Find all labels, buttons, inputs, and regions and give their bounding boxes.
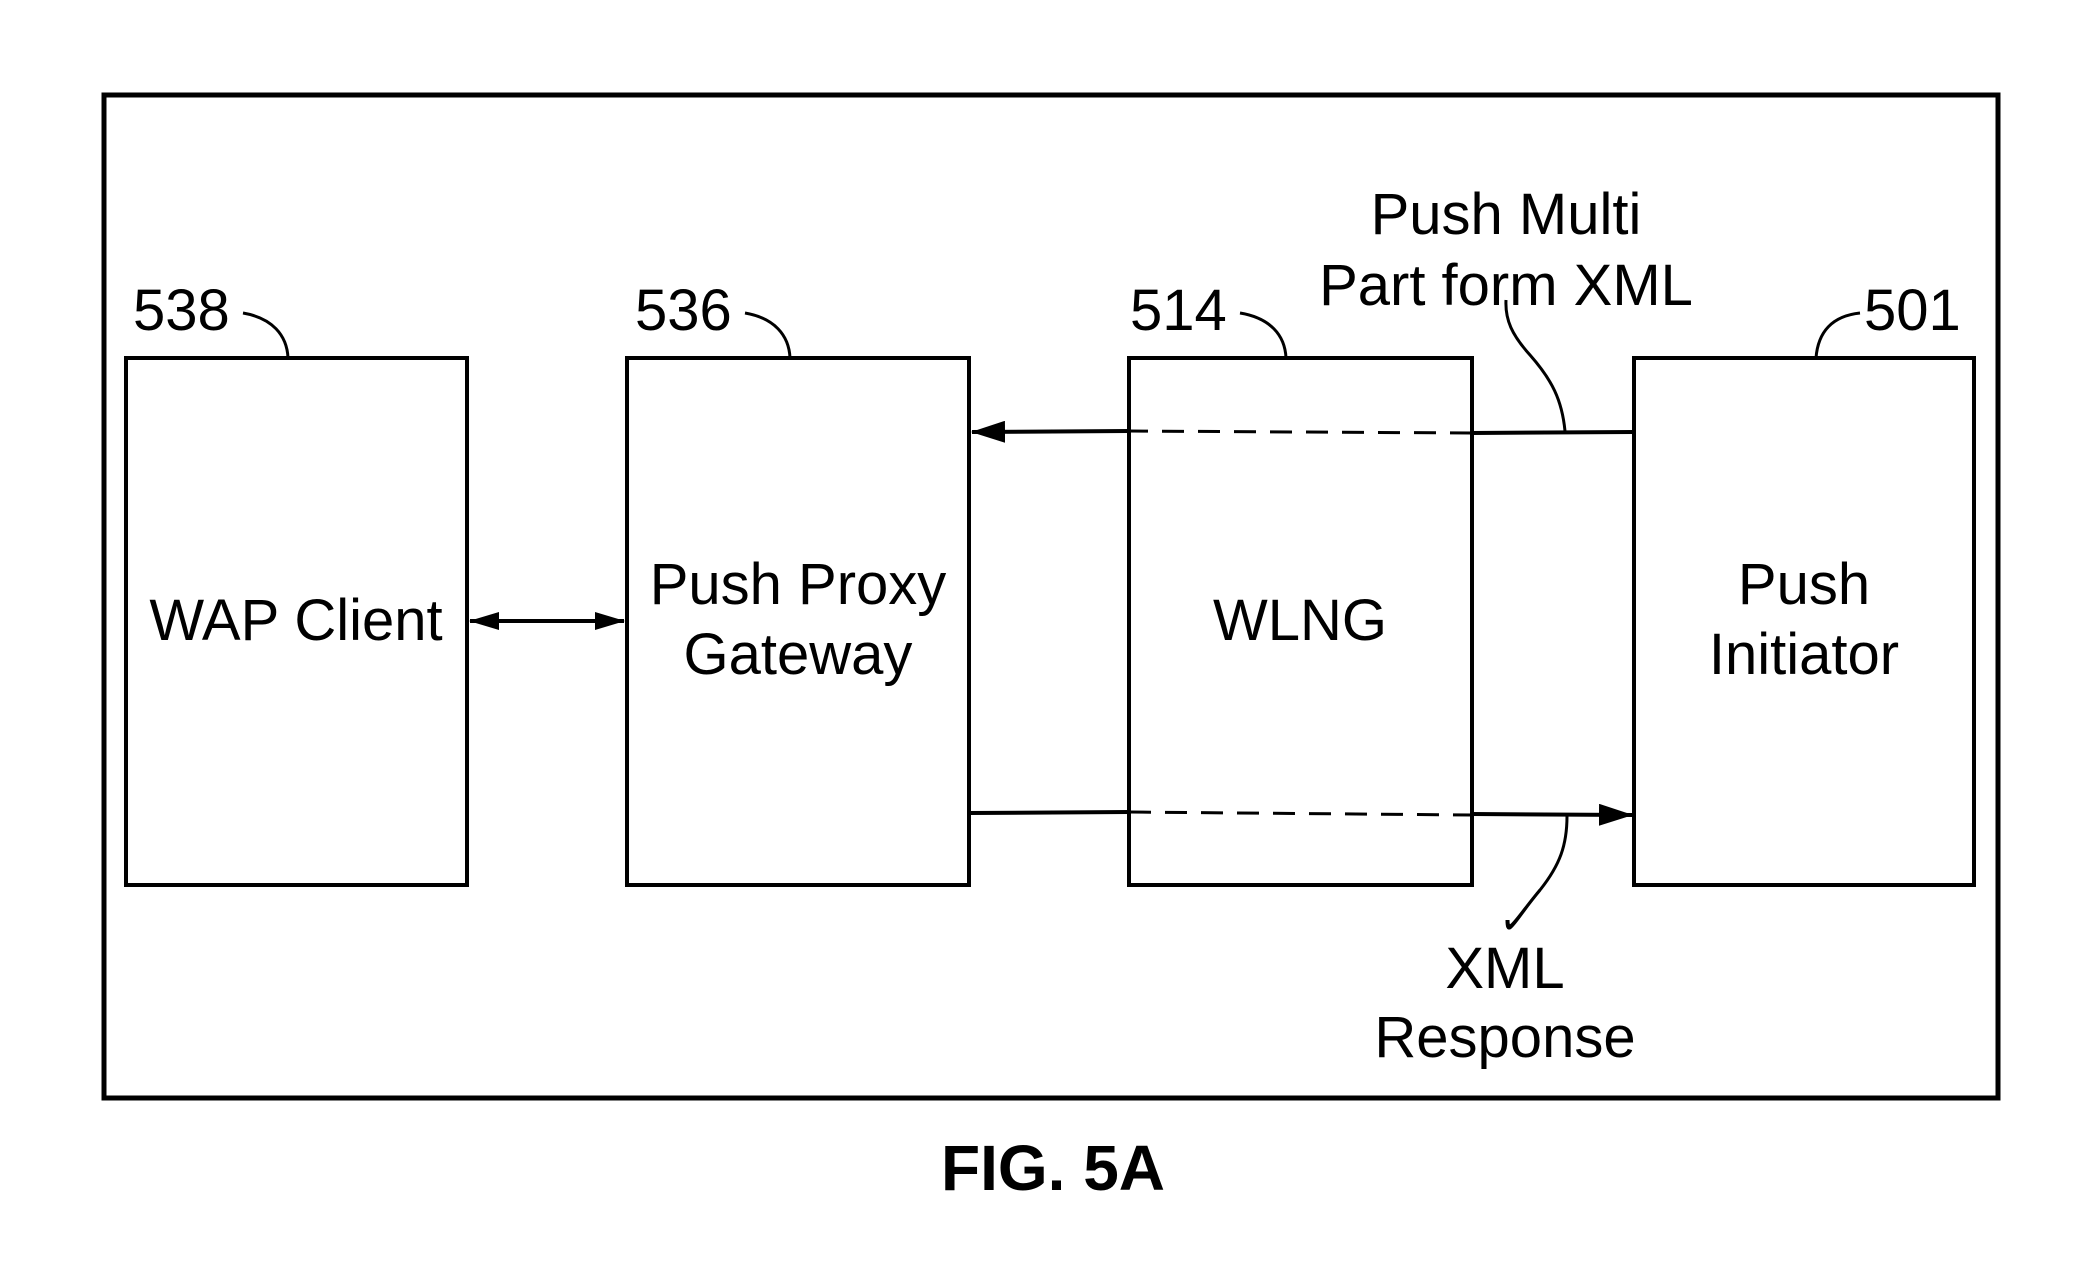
- request-arrow-solid-right: [1472, 432, 1634, 433]
- node-wlng: WLNG 514: [1129, 278, 1472, 885]
- leader-501: [1816, 313, 1860, 358]
- push-initiator-label-line2: Initiator: [1709, 622, 1899, 687]
- node-wap-client: WAP Client 538: [126, 278, 467, 885]
- node-push-proxy-gateway: Push Proxy Gateway 536: [627, 278, 969, 885]
- response-arrow-dashed: [1129, 812, 1472, 815]
- response-arrow: XML Response: [969, 812, 1636, 1070]
- ref-514: 514: [1130, 278, 1227, 343]
- response-arrow-solid-left: [969, 812, 1129, 813]
- ref-501: 501: [1864, 278, 1961, 343]
- leader-514: [1240, 313, 1286, 358]
- leader-536: [745, 313, 790, 358]
- node-push-initiator: Push Initiator 501: [1634, 278, 1974, 885]
- request-arrow: Push Multi Part form XML: [972, 182, 1693, 433]
- request-arrow-solid-left: [972, 431, 1129, 432]
- leader-538: [243, 313, 288, 358]
- wap-client-label: WAP Client: [149, 588, 442, 653]
- response-label-leader-tail: [1508, 890, 1540, 926]
- response-label-line2: Response: [1374, 1005, 1635, 1070]
- request-label-line2: Part form XML: [1319, 253, 1693, 318]
- ref-536: 536: [635, 278, 732, 343]
- request-label-leader: [1506, 300, 1565, 431]
- request-label-line1: Push Multi: [1371, 182, 1642, 247]
- ref-538: 538: [133, 278, 230, 343]
- response-arrow-solid-right: [1472, 814, 1632, 815]
- push-initiator-label-line1: Push: [1738, 552, 1870, 617]
- figure-caption: FIG. 5A: [941, 1132, 1165, 1204]
- push-proxy-gateway-label-line1: Push Proxy: [650, 552, 947, 617]
- wlng-label: WLNG: [1213, 588, 1387, 653]
- response-label-line1: XML: [1445, 936, 1564, 1001]
- request-arrow-dashed: [1129, 431, 1472, 433]
- push-proxy-gateway-label-line2: Gateway: [684, 622, 913, 687]
- response-label-leader: [1507, 816, 1567, 928]
